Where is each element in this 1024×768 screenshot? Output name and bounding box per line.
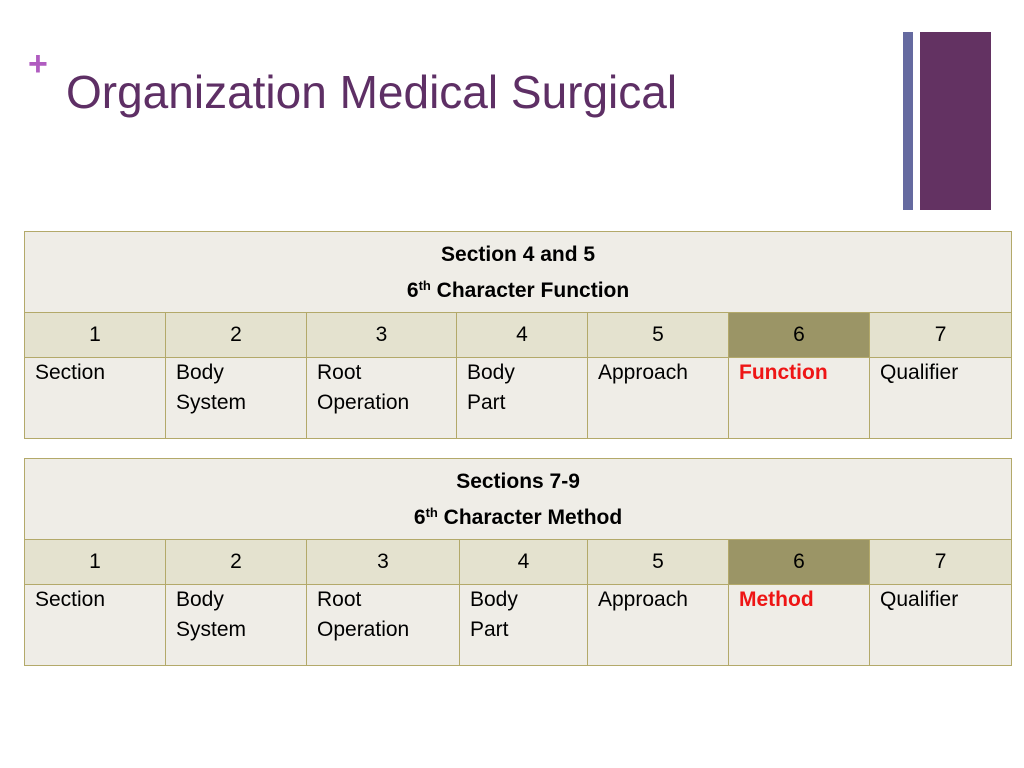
character-name-text: Root	[317, 588, 362, 611]
character-name-text: Function	[739, 361, 828, 384]
position-cell: 5	[587, 539, 729, 585]
character-name-cell: Function	[728, 357, 870, 439]
character-name-text: Approach	[598, 588, 688, 611]
character-name-text: System	[176, 618, 247, 641]
character-name-cell: Qualifier	[868, 584, 1013, 666]
character-name-text: Body	[467, 361, 515, 384]
character-name-text: Section	[35, 588, 106, 611]
position-cell: 4	[456, 312, 588, 358]
character-name-text: Root	[317, 361, 362, 384]
character-name-cell: Method	[728, 584, 870, 666]
position-cell: 3	[306, 539, 460, 585]
header-line1: Section 4 and 5	[441, 242, 596, 266]
header-line1: Sections 7-9	[456, 469, 580, 493]
header-line2: 6th Character Method	[413, 504, 623, 529]
table-header: Sections 7-9 6th Character Method	[23, 458, 1013, 540]
character-name-cell: Approach	[587, 584, 729, 666]
character-name-text: Operation	[317, 618, 410, 641]
character-name-cell: Section	[24, 357, 166, 439]
position-cell: 6	[728, 312, 870, 358]
character-name-text: Body	[470, 588, 518, 611]
position-cell: 1	[24, 312, 166, 358]
plus-icon: +	[28, 45, 48, 83]
header-line2: 6th Character Function	[406, 277, 630, 302]
position-cell: 1	[24, 539, 166, 585]
character-name-text: Qualifier	[880, 588, 959, 611]
character-name-cell: Section	[24, 584, 166, 666]
character-name-text: Section	[35, 361, 106, 384]
character-name-text: Body	[176, 588, 224, 611]
character-name-text: Method	[739, 588, 814, 611]
slide-title: Organization Medical Surgical	[66, 66, 678, 118]
position-cell: 5	[587, 312, 729, 358]
table-header: Section 4 and 5 6th Character Function	[23, 231, 1013, 313]
character-name-text: Operation	[317, 391, 410, 414]
character-name-text: Body	[176, 361, 224, 384]
position-cell: 2	[165, 539, 307, 585]
position-cell: 7	[868, 312, 1013, 358]
character-name-text: Approach	[598, 361, 688, 384]
function-code-table: Section 4 and 5 6th Character Function 1…	[23, 231, 1013, 439]
character-name-text: Part	[467, 391, 506, 414]
character-name-text: Qualifier	[880, 361, 959, 384]
position-cell: 6	[728, 539, 870, 585]
character-name-text: Part	[470, 618, 509, 641]
position-cell: 4	[459, 539, 588, 585]
position-cell: 2	[165, 312, 307, 358]
character-name-text: System	[176, 391, 247, 414]
accent-bar-thin	[903, 32, 913, 210]
accent-bar-thick	[920, 32, 991, 210]
position-cell: 3	[306, 312, 457, 358]
character-name-cell: Approach	[587, 357, 729, 439]
position-cell: 7	[868, 539, 1013, 585]
character-name-cell: Qualifier	[868, 357, 1013, 439]
